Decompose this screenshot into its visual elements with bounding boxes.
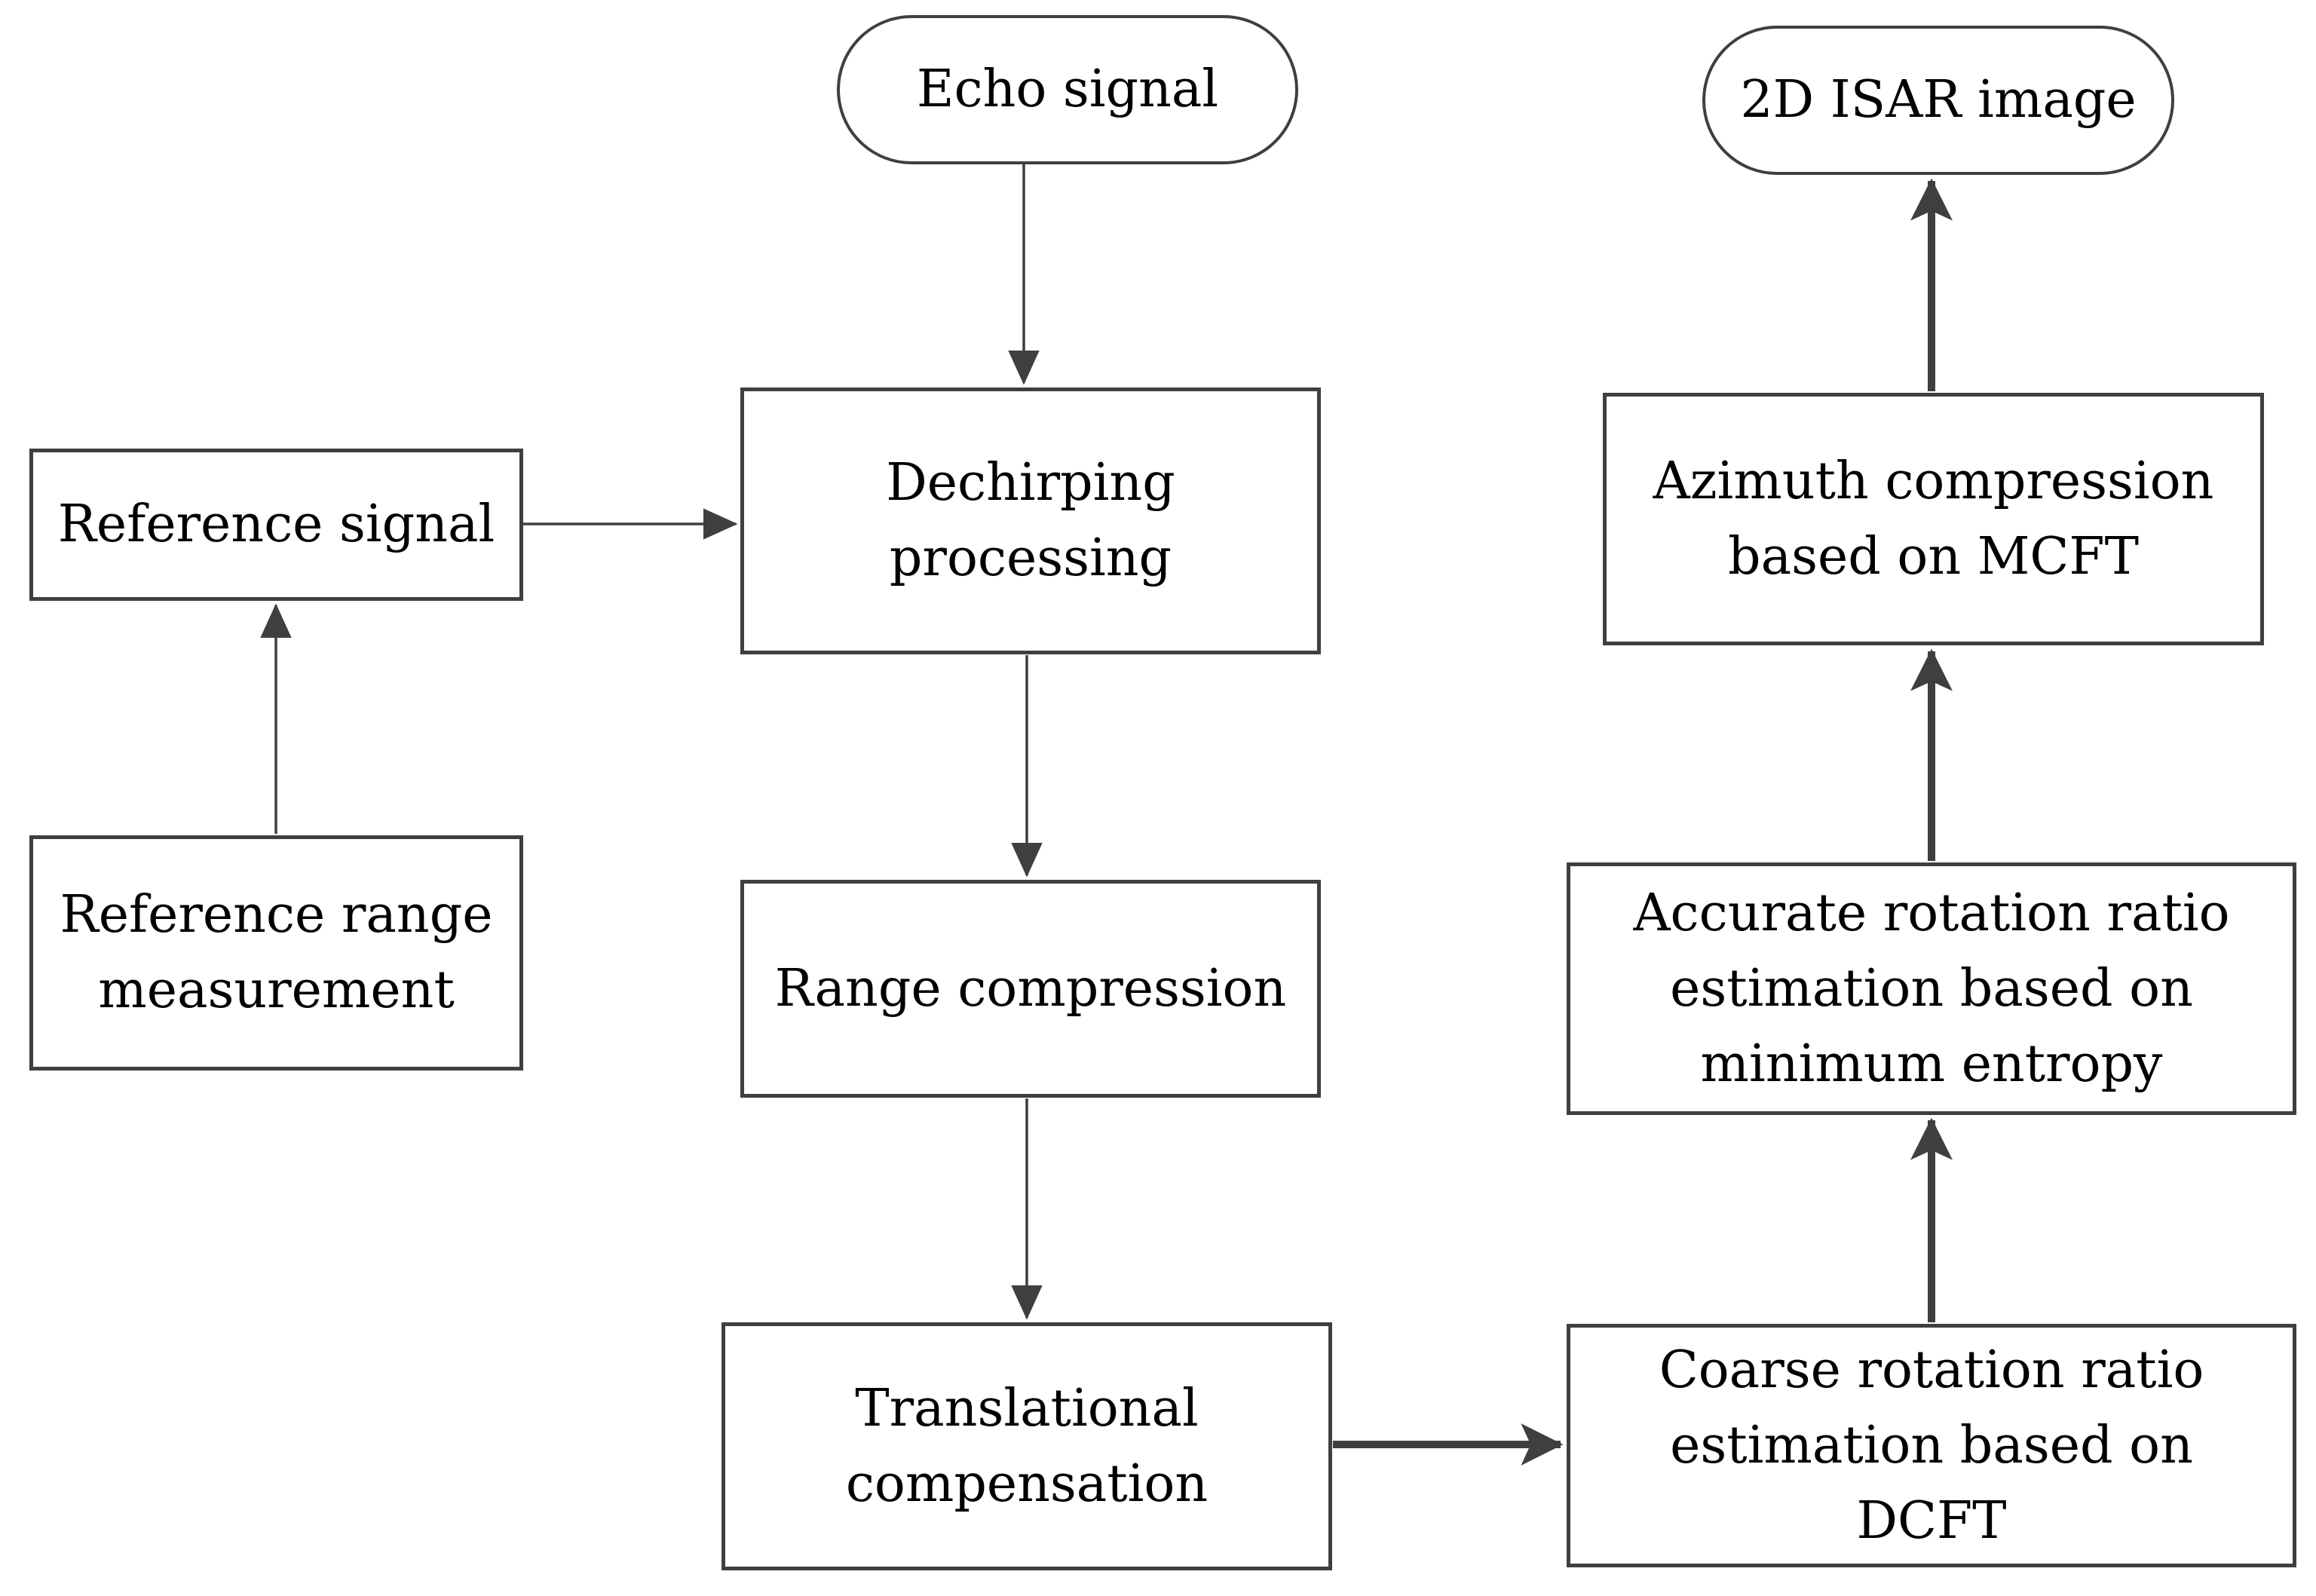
node-translational-compensation: Translational compensation <box>721 1322 1332 1570</box>
node-label: estimation based on <box>1670 1415 2193 1475</box>
node-label: estimation based on <box>1670 958 2193 1019</box>
node-label: Coarse rotation ratio <box>1659 1340 2204 1400</box>
node-echo-signal: Echo signal <box>837 15 1298 164</box>
node-label: measurement <box>98 960 455 1020</box>
node-label: DCFT <box>1856 1490 2007 1551</box>
node-label: Azimuth compression <box>1653 451 2214 511</box>
node-label: processing <box>889 528 1172 588</box>
node-label: compensation <box>845 1454 1209 1514</box>
node-reference-range-measurement: Reference range measurement <box>29 835 523 1071</box>
node-label: Reference signal <box>57 495 495 554</box>
node-label: Translational <box>855 1378 1199 1438</box>
node-2d-isar-image: 2D ISAR image <box>1702 26 2174 175</box>
node-reference-signal: Reference signal <box>29 449 523 601</box>
node-label: Range compression <box>774 958 1287 1019</box>
node-label: minimum entropy <box>1700 1034 2163 1094</box>
node-range-compression: Range compression <box>740 880 1321 1098</box>
node-label: Accurate rotation ratio <box>1633 883 2230 943</box>
node-label: Reference range <box>60 885 493 945</box>
node-label: Dechirping <box>886 453 1175 513</box>
node-label: Echo signal <box>916 60 1219 119</box>
node-azimuth-compression-mcft: Azimuth compression based on MCFT <box>1603 393 2264 645</box>
node-label: based on MCFT <box>1728 526 2139 587</box>
node-accurate-rotation-ratio-estimation: Accurate rotation ratio estimation based… <box>1567 862 2296 1115</box>
node-label: 2D ISAR image <box>1740 70 2137 130</box>
node-dechirping-processing: Dechirping processing <box>740 388 1321 654</box>
node-coarse-rotation-ratio-estimation: Coarse rotation ratio estimation based o… <box>1567 1324 2296 1567</box>
